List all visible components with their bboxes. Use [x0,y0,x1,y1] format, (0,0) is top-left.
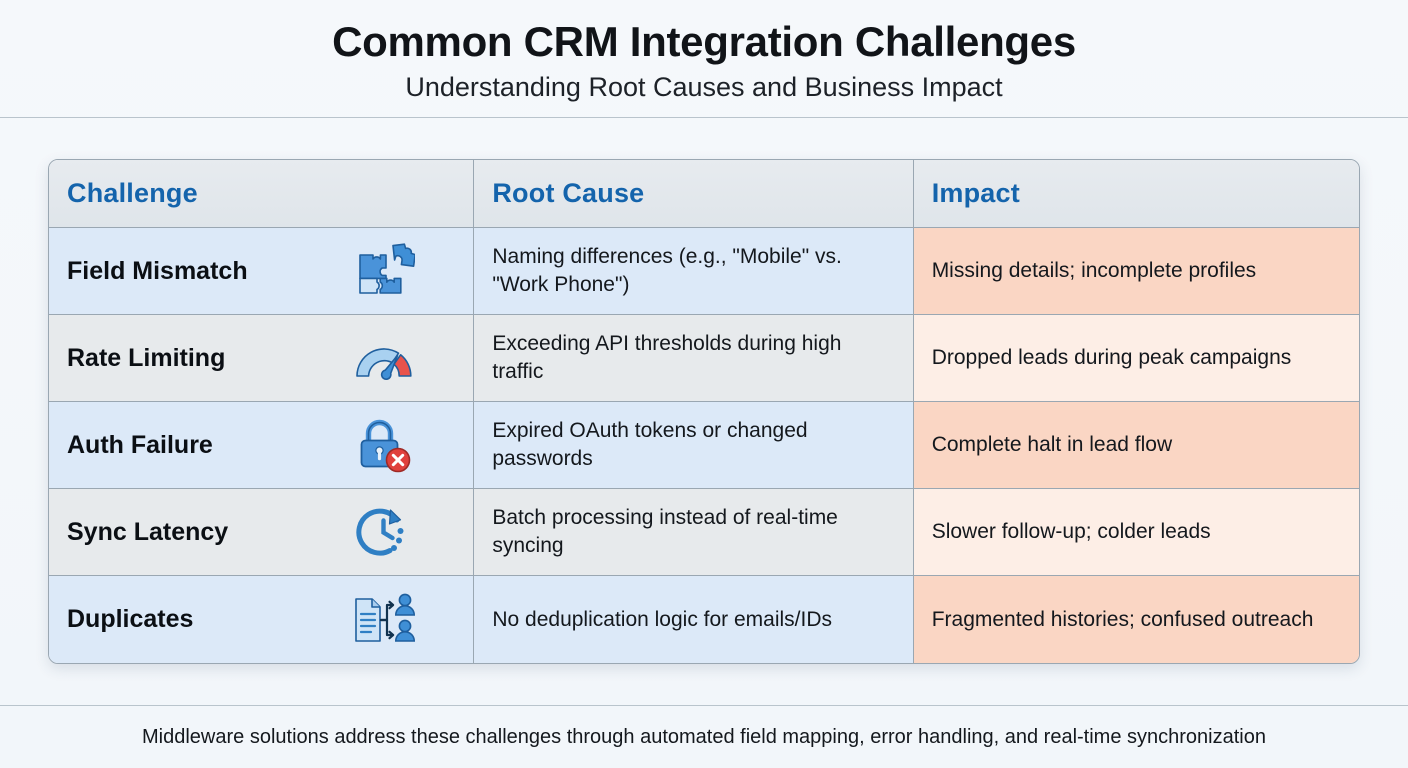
cell-challenge: Rate Limiting [49,315,475,403]
gauge-speedometer-icon [347,326,421,390]
table-row: Duplicates [49,576,1359,664]
root-cause-text: Batch processing instead of real-time sy… [492,506,838,558]
cell-impact: Fragmented histories; confused outreach [913,576,1359,664]
cell-impact: Complete halt in lead flow [913,402,1359,490]
cell-challenge: Auth Failure [49,402,475,490]
document-split-users-icon [347,588,421,652]
cell-challenge: Field Mismatch [49,228,475,316]
impact-text: Complete halt in lead flow [931,433,1173,457]
root-cause-text: No deduplication logic for emails/IDs [492,607,833,631]
cell-challenge: Duplicates [49,576,475,664]
table-row: Rate Limiting Exceeding API thresholds d… [49,315,1359,403]
column-header-challenge: Challenge [49,160,475,229]
page-subtitle: Understanding Root Causes and Business I… [405,72,1003,103]
challenge-label: Auth Failure [67,430,213,459]
table-row: Field Mismatch [49,228,1359,316]
cell-challenge: Sync Latency [49,489,475,577]
cell-root-cause: Exceeding API thresholds during high tra… [474,315,914,403]
root-cause-text: Naming differences (e.g., "Mobile" vs. "… [492,245,842,297]
column-header-root-cause-label: Root Cause [492,178,645,209]
table-header-row: Challenge Root Cause Impact [49,160,1359,229]
challenges-table: Challenge Root Cause Impact Field Mismat… [48,159,1360,665]
table-container: Challenge Root Cause Impact Field Mismat… [0,118,1408,705]
cell-impact: Dropped leads during peak campaigns [913,315,1359,403]
cell-root-cause: Expired OAuth tokens or changed password… [474,402,914,490]
footer-note: Middleware solutions address these chall… [142,725,1266,748]
clock-refresh-icon [347,500,421,564]
impact-text: Missing details; incomplete profiles [931,259,1257,283]
root-cause-text: Expired OAuth tokens or changed password… [492,419,808,471]
cell-root-cause: Batch processing instead of real-time sy… [474,489,914,577]
lock-error-icon [347,413,421,477]
column-header-impact: Impact [913,160,1359,229]
impact-text: Fragmented histories; confused outreach [931,607,1314,631]
column-header-impact-label: Impact [931,178,1020,209]
root-cause-text: Exceeding API thresholds during high tra… [492,332,842,384]
cell-impact: Slower follow-up; colder leads [913,489,1359,577]
page-title: Common CRM Integration Challenges [332,18,1076,65]
impact-text: Dropped leads during peak campaigns [931,346,1292,370]
column-header-challenge-label: Challenge [67,178,198,209]
cell-root-cause: Naming differences (e.g., "Mobile" vs. "… [474,228,914,316]
challenge-label: Field Mismatch [67,256,248,285]
cell-root-cause: No deduplication logic for emails/IDs [474,576,914,664]
column-header-root-cause: Root Cause [474,160,914,229]
page-footer: Middleware solutions address these chall… [0,705,1408,768]
cell-impact: Missing details; incomplete profiles [913,228,1359,316]
puzzle-pieces-icon [347,239,421,303]
table-row: Auth Failure [49,402,1359,490]
impact-text: Slower follow-up; colder leads [931,520,1211,544]
page-header: Common CRM Integration Challenges Unders… [0,0,1408,119]
challenge-label: Rate Limiting [67,343,226,372]
challenge-label: Sync Latency [67,517,229,546]
challenge-label: Duplicates [67,605,194,634]
table-row: Sync Latency [49,489,1359,577]
